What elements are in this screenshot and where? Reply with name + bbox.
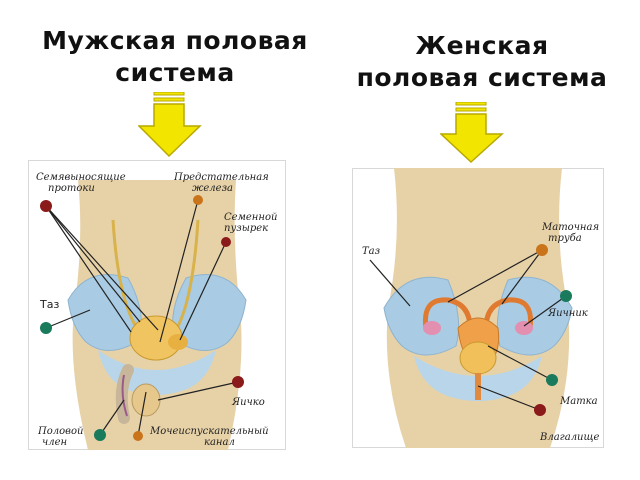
label-uterus: Матка	[559, 396, 598, 407]
pin-testis	[232, 376, 244, 388]
female-ovary-left	[423, 321, 441, 335]
label-seminal-vesicle-2: пузырек	[224, 223, 268, 234]
female-pelvis-right	[496, 276, 573, 356]
label-pelvis-male: Таз	[39, 298, 59, 311]
pin-urethra	[133, 431, 143, 441]
pin-prostate	[193, 195, 203, 205]
label-seminal-vesicle-1: Семенной	[224, 212, 277, 223]
pin-vagina	[534, 404, 546, 416]
female-heading-line-1: Женская	[415, 31, 549, 60]
female-system-heading: Женская половая система	[332, 30, 632, 94]
down-arrow-female-icon	[440, 102, 504, 164]
label-prostate-2: железа	[192, 183, 233, 194]
pin-tube	[536, 244, 548, 256]
pin-penis	[94, 429, 106, 441]
male-heading-line-1: Мужская половая	[42, 26, 308, 55]
female-tube-left	[422, 297, 473, 329]
label-vas-deferens-2: протоки	[48, 183, 95, 194]
male-anatomy-illustration: Семявыносящие протоки Предстательная жел…	[28, 160, 286, 450]
label-testis: Яичко	[231, 397, 265, 408]
label-tube-2: труба	[548, 233, 582, 244]
label-vagina: Влагалище	[539, 432, 600, 443]
pin-uterus	[546, 374, 558, 386]
female-heading-line-2: половая система	[356, 63, 608, 92]
female-anatomy-illustration: Таз Маточная труба Яичник Матка Влагалищ…	[352, 168, 604, 448]
label-tube-1: Маточная	[541, 222, 599, 233]
label-urethra-2: канал	[204, 437, 235, 448]
label-penis-1: Половой	[37, 426, 83, 437]
pin-vas-deferens	[40, 200, 52, 212]
label-penis-2: член	[42, 437, 67, 448]
pin-ovary	[560, 290, 572, 302]
label-ovary: Яичник	[547, 308, 588, 319]
pin-seminal-vesicle	[221, 237, 231, 247]
male-seminal-vesicle	[168, 334, 188, 350]
label-vas-deferens-1: Семявыносящие	[36, 172, 126, 183]
label-prostate-1: Предстательная	[173, 172, 269, 183]
male-heading-line-2: система	[115, 58, 235, 87]
pin-pelvis-male	[40, 322, 52, 334]
male-system-heading: Мужская половая система	[20, 25, 330, 89]
female-tube-right	[483, 297, 534, 329]
female-ovary-right	[515, 321, 533, 335]
down-arrow-male-icon	[138, 92, 202, 158]
male-testis	[131, 383, 161, 417]
label-pelvis-female: Таз	[362, 246, 380, 257]
label-urethra-1: Мочеиспускательный	[149, 426, 269, 437]
